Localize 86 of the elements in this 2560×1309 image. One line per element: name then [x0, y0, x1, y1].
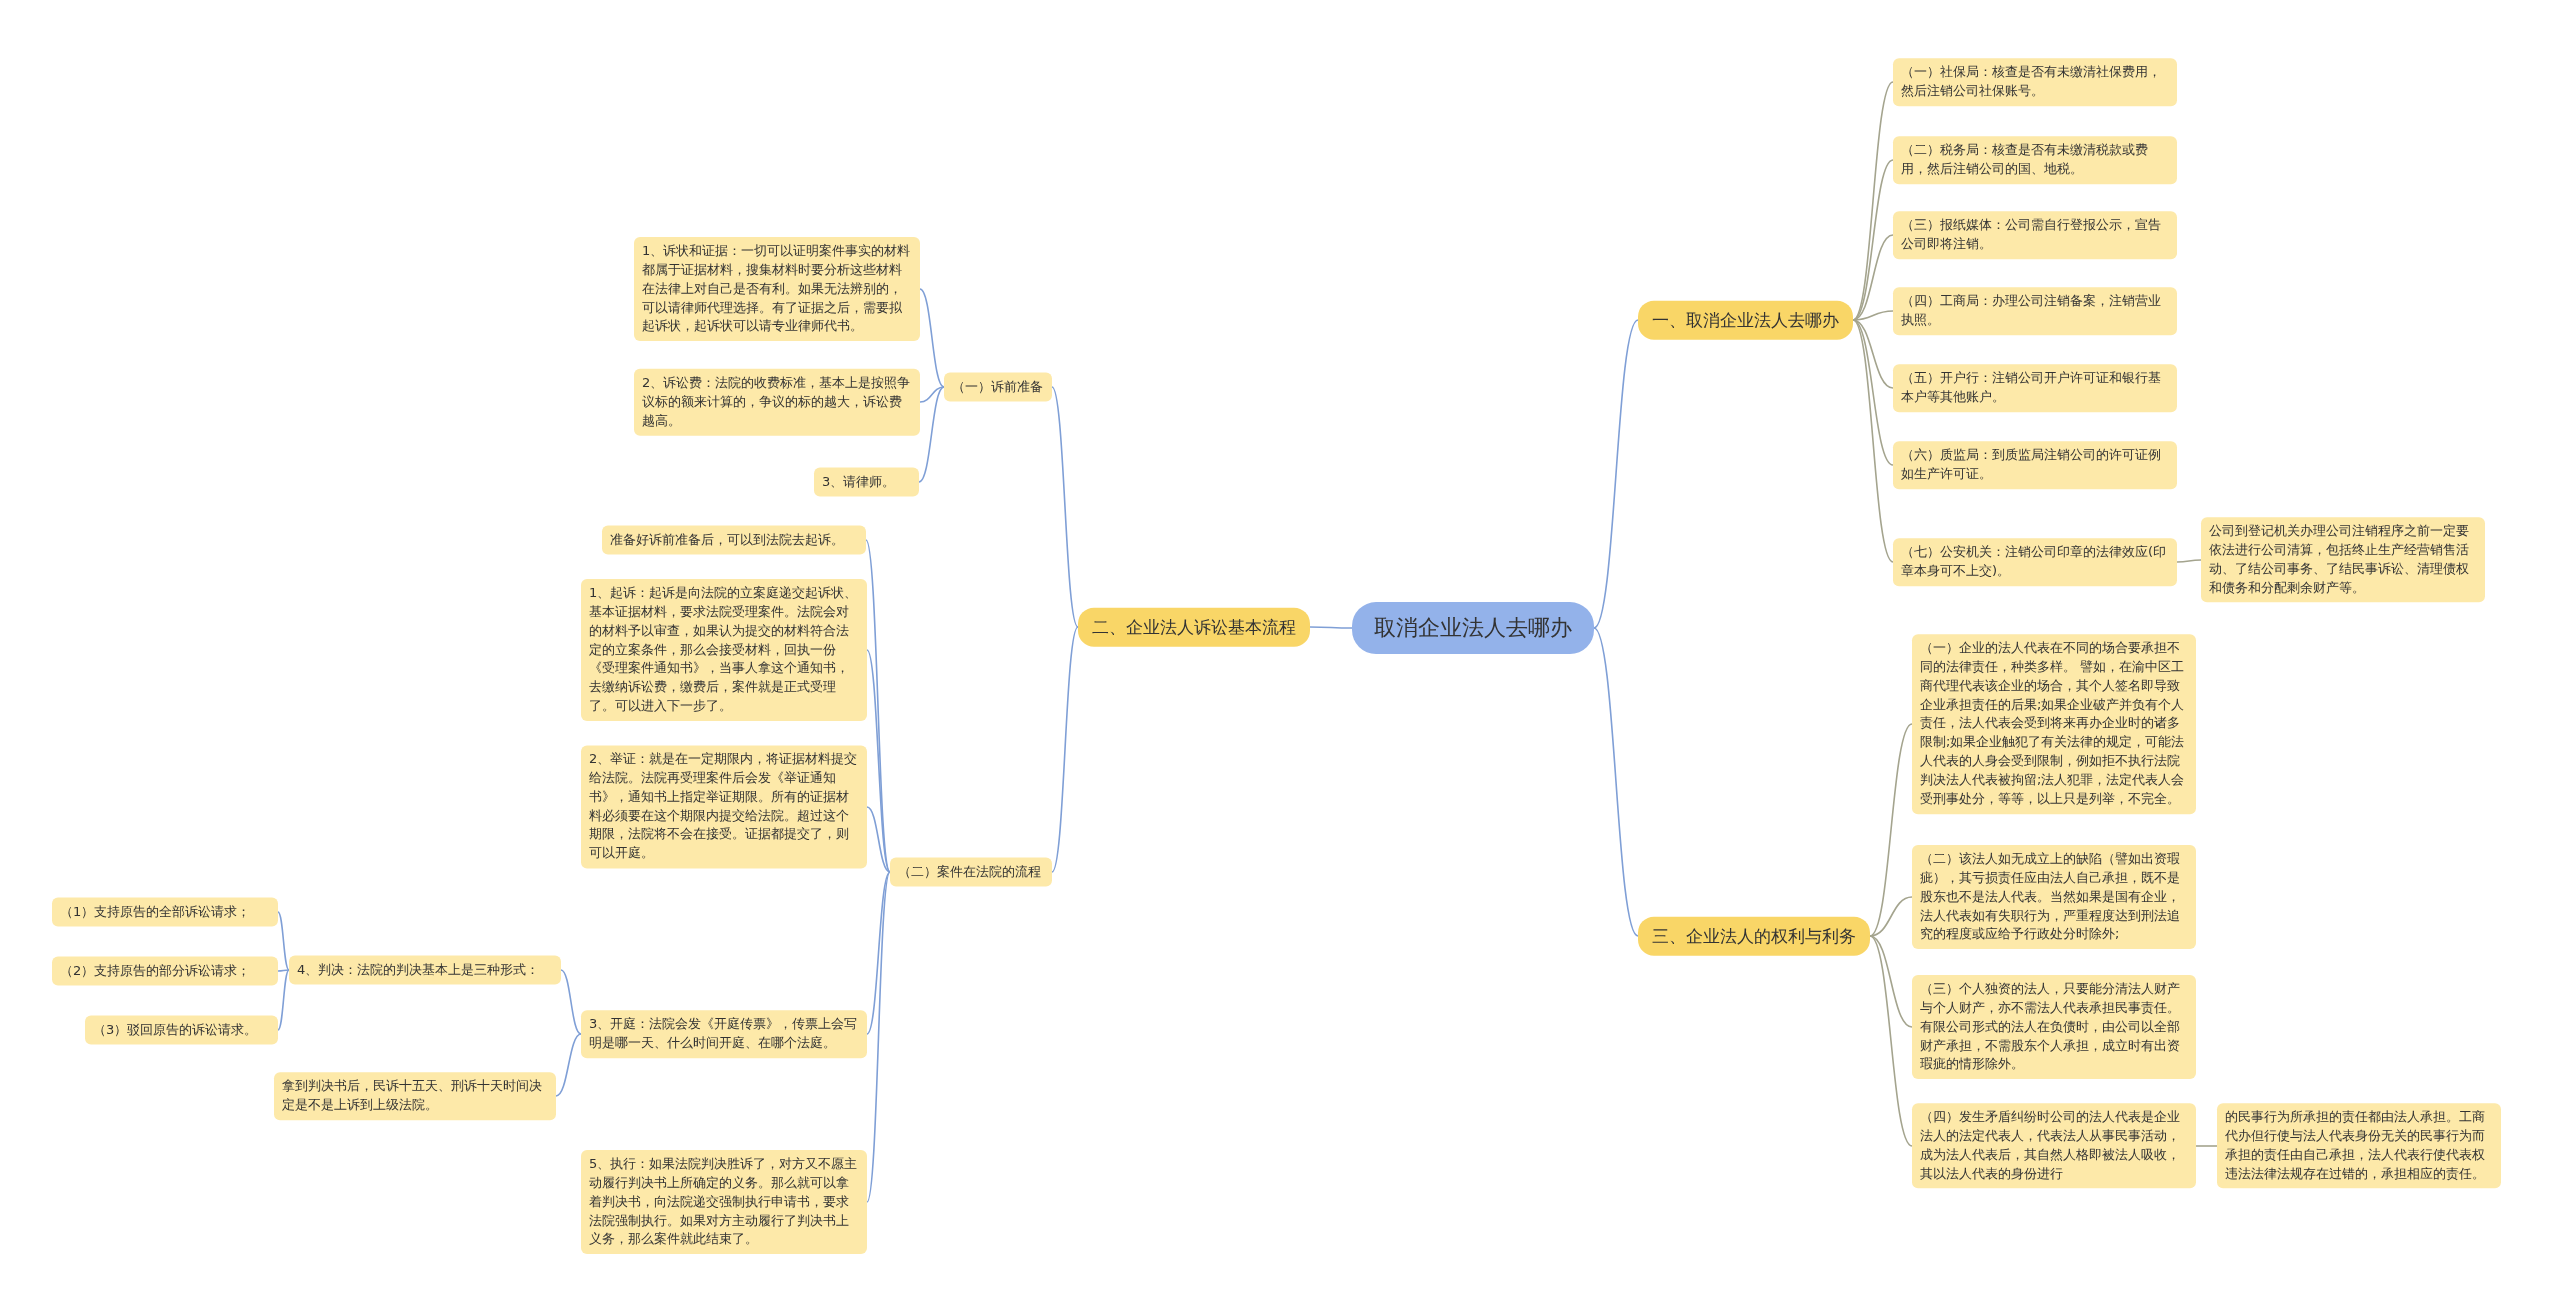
- topic-box: [1893, 441, 2177, 489]
- topic-text: 一、取消企业法人去哪办: [1652, 308, 1839, 332]
- connector-line: [1852, 159, 1894, 321]
- topic-text: 公司到登记机关办理公司注销程序之前一定要依法进行公司清算，包括终止生产经营销售活动、了结公司事务、了结民事诉讼、清理债权和债务和分配剩余财产等。: [2209, 522, 2470, 597]
- topic-text: （1）支持原告的全部诉讼请求；: [60, 902, 252, 921]
- topic-text: （二）该法人如无成立上的缺陷（譬如出资瑕疵），其亏损责任应由法人自己承担，既不是股东也不是法人代表。当然如果是国有企业，法人代表如有失职行为，严重程度达到刑法追究的程度或应给予行政处分时除外;: [1920, 849, 2181, 944]
- topic-box: [289, 955, 561, 985]
- connector-line: [1593, 319, 1639, 629]
- topic-text: （五）开户行：注销公司开户许可证和银行基本户等其他账户。: [1901, 369, 2162, 406]
- topic-text: 3、开庭：法院会发《开庭传票》，传票上会写明是哪一天、什么时间开庭、在哪个法庭。: [589, 1015, 859, 1052]
- connector-line: [555, 1033, 582, 1097]
- topic-box: [1893, 211, 2177, 259]
- topic-box: [581, 1149, 867, 1255]
- connector-line: [919, 288, 945, 388]
- connector-line: [2176, 559, 2202, 563]
- connector-line: [1869, 935, 1913, 1147]
- topic-text: 3、请律师。: [822, 472, 897, 491]
- topic-box: [602, 525, 866, 555]
- topic-text: 2、举证：就是在一定期限内，将证据材料提交给法院。法院再受理案件后会发《举证通知书》，通知书上指定举证期限。所有的证据材料必须要在这个期限内提交给法院。超过这个期限，法院将不会在接受。证据都提交了，则可以开庭。: [589, 750, 859, 863]
- connector-line: [1869, 723, 1913, 937]
- topic-box: [85, 1015, 278, 1045]
- topic-box: [52, 956, 278, 986]
- topic-box: [944, 372, 1052, 402]
- topic-text: （2）支持原告的部分诉讼请求；: [60, 961, 252, 980]
- topic-box: [1912, 844, 2196, 950]
- topic-text: 1、诉状和证据：一切可以证明案件事实的材料都属于证据材料，搜集材料时要分析这些材料在法律上对自己是否有利。如果无法辨别的，可以请律师代理选择。有了证据之后，需要拟起诉状，起诉状可以请专业律师代书。: [642, 241, 912, 336]
- topic-text: 二、企业法人诉讼基本流程: [1092, 615, 1296, 639]
- connector-line: [277, 911, 290, 971]
- connector-line: [1852, 319, 1894, 563]
- topic-text: 1、起诉：起诉是向法院的立案庭递交起诉状、基本证据材料，要求法院受理案件。法院会对的材料予以审查，如果认为提交的材料符合法定的立案条件，那么会接受材料，回执一份《受理案件通知书》，当事人拿这个通知书，去缴纳诉讼费，缴费后，案件就是正式受理了。可以进入下一步了。: [589, 584, 859, 716]
- topic-box: [1893, 58, 2177, 106]
- topic-text: （四）发生矛盾纠纷时公司的法人代表是企业法人的法定代表人，代表法人从事民事活动，成为法人代表后，其自然人格即被法人吸收，其以法人代表的身份进行: [1920, 1108, 2181, 1183]
- topic-box: [1893, 538, 2177, 586]
- topic-box: [2217, 1103, 2501, 1189]
- topic-box: [1893, 287, 2177, 335]
- connector-line: [1852, 319, 1894, 466]
- topic-box: [890, 857, 1052, 887]
- topic-box: [1893, 136, 2177, 184]
- topic-box: [1912, 974, 2196, 1080]
- topic-text: 准备好诉前准备后，可以到法院去起诉。: [610, 530, 845, 549]
- topic-text: 5、执行：如果法院判决胜诉了，对方又不愿主动履行判决书上所确定的义务。那么就可以拿着判决书，向法院递交强制执行申请书，要求法院强制执行。如果对方主动履行了判决书上义务，那么案件就此结束了。: [589, 1154, 859, 1249]
- connector-line: [2195, 1145, 2218, 1147]
- connector-line: [277, 969, 290, 1031]
- topic-text: （二）案件在法院的流程: [898, 862, 1042, 881]
- connector-line: [866, 649, 891, 873]
- topic-box: [1893, 364, 2177, 412]
- topic-text: （3）驳回原告的诉讼请求。: [93, 1020, 259, 1039]
- topic-text: 的民事行为所承担的责任都由法人承担。工商代办但行使与法人代表身份无关的民事行为而承担的责任由自己承担，法人代表行使代表权违法法律法规存在过错的，承担相应的责任。: [2225, 1108, 2486, 1183]
- topic-text: 取消企业法人去哪办: [1374, 614, 1572, 643]
- connector-line: [1051, 626, 1079, 873]
- topic-text: 拿到判决书后，民诉十五天、刑诉十天时间决定是不是上诉到上级法院。: [282, 1077, 543, 1114]
- branch-topic: [1638, 300, 1853, 340]
- topic-text: （一）企业的法人代表在不同的场合要承担不同的法律责任，种类多样。 譬如，在渝中区工商代理代表该企业的场合，其个人签名即导致企业承担责任的后果;如果企业破产并负有个人责任，法人代表会受到将来再办企业时的诸多限制;如果企业触犯了有关法律的规定，可能法人代表的人身会受到限制，例如拒不执行法院判决法人代表被拘留;法人犯罪，法定代表人会受刑事处分，等等，以上只是列举，不完全。: [1920, 639, 2186, 808]
- central-topic: [1352, 602, 1594, 654]
- topic-box: [814, 467, 919, 497]
- topic-box: [52, 897, 278, 927]
- topic-text: （三）个人独资的法人，只要能分清法人财产与个人财产，亦不需法人代表承担民事责任。有限公司形式的法人在负债时，由公司以全部财产承担，不需股东个人承担，成立时有出资瑕疵的情形除外。: [1920, 979, 2181, 1074]
- branch-topic: [1638, 916, 1870, 956]
- connector-line: [866, 871, 891, 1035]
- topic-text: （七）公安机关：注销公司印章的法律效应(印章本身可不上交)。: [1901, 543, 2168, 580]
- topic-text: （一）社保局：核查是否有未缴清社保费用，然后注销公司社保账号。: [1901, 63, 2162, 100]
- connector-line: [866, 871, 891, 1203]
- topic-box: [1912, 1103, 2196, 1189]
- topic-text: 三、企业法人的权利与利务: [1652, 924, 1856, 948]
- topic-box: [274, 1072, 556, 1120]
- topic-text: （三）报纸媒体：公司需自行登报公示，宣告公司即将注销。: [1901, 216, 2162, 253]
- topic-box: [634, 368, 920, 436]
- topic-text: （一）诉前准备: [952, 377, 1044, 396]
- connector-line: [560, 969, 582, 1035]
- topic-box: [2201, 517, 2485, 603]
- connector-line: [919, 386, 945, 403]
- topic-text: （四）工商局：办理公司注销备案，注销营业执照。: [1901, 292, 2162, 329]
- branch-topic: [1078, 607, 1310, 647]
- topic-text: 2、诉讼费：法院的收费标准，基本上是按照争议标的额来计算的，争议的标的越大，诉讼费越高。: [642, 373, 912, 430]
- topic-text: （六）质监局：到质监局注销公司的许可证例如生产许可证。: [1901, 446, 2162, 483]
- topic-box: [581, 1010, 867, 1058]
- connector-line: [1593, 627, 1639, 937]
- connector-line: [1852, 81, 1894, 321]
- connector-line: [1051, 386, 1079, 628]
- topic-text: 4、判决：法院的判决基本上是三种形式：: [297, 960, 541, 979]
- connector-line: [918, 386, 945, 483]
- connector-line: [1869, 896, 1913, 937]
- topic-text: （二）税务局：核查是否有未缴清税款或费用，然后注销公司的国、地税。: [1901, 141, 2149, 178]
- connector-line: [866, 806, 891, 873]
- connector-line: [1309, 626, 1353, 629]
- topic-box: [634, 236, 920, 342]
